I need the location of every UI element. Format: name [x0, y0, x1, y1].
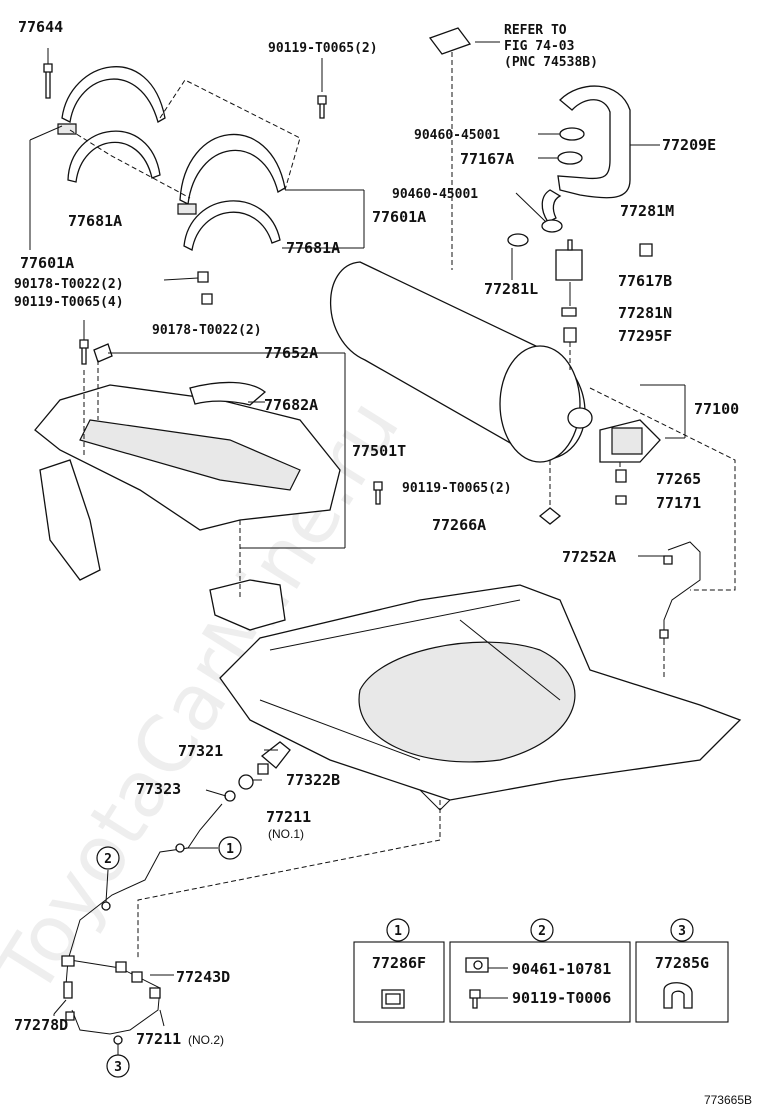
filler-hose-77209e	[428, 27, 660, 280]
label-77265: 77265	[656, 470, 701, 488]
tank-bands-group	[29, 48, 365, 305]
label-77252a: 77252A	[562, 548, 616, 566]
legend-box-1-num: 1	[394, 924, 402, 939]
label-90119-t0065-mid: 90119-T0065(2)	[402, 481, 512, 496]
label-77644: 77644	[18, 18, 63, 36]
gas-tank-77100	[330, 239, 736, 591]
fuel-lines-77211	[53, 803, 223, 1056]
refer-note-line3: (PNC 74538B)	[504, 55, 598, 70]
label-77211-no1: 77211	[266, 808, 311, 826]
callout-2-text: 2	[104, 852, 112, 867]
label-90119-t0065-top: 90119-T0065(2)	[268, 41, 378, 56]
label-77209e: 77209E	[662, 136, 716, 154]
label-77601a-left: 77601A	[20, 254, 74, 272]
label-77601a-right: 77601A	[372, 208, 426, 226]
refer-note-line1: REFER TO	[504, 23, 567, 38]
label-77295f: 77295F	[618, 327, 672, 345]
label-90178-t0022-mid: 90178-T0022(2)	[152, 323, 262, 338]
band-77681a-right-lower	[183, 200, 281, 251]
label-77321: 77321	[178, 742, 223, 760]
label-90178-t0022-left: 90178-T0022(2)	[14, 277, 124, 292]
callout-3: 3	[106, 1054, 130, 1078]
label-77167a: 77167A	[460, 150, 514, 168]
label-77281l: 77281L	[484, 280, 538, 298]
legend-box-3: 3 77285G	[635, 918, 729, 1023]
band-clip-right	[177, 203, 197, 215]
legend-box-2-part-a: 90461-10781	[512, 960, 611, 978]
fill-valve-group	[205, 741, 291, 802]
label-77681a-right: 77681A	[286, 239, 340, 257]
label-90119-t0065-4: 90119-T0065(4)	[14, 295, 124, 310]
label-77322b: 77322B	[286, 771, 340, 789]
label-77682a: 77682A	[264, 396, 318, 414]
bolt-77644	[43, 63, 53, 99]
rear-floor-panel	[137, 584, 742, 960]
figure-id: 773665B	[704, 1093, 752, 1107]
legend-box-2: 2 90461-10781 90119-T0006	[449, 918, 631, 1023]
callout-1: 1	[218, 836, 242, 860]
label-77281n: 77281N	[618, 304, 672, 322]
label-77281m: 77281M	[620, 202, 674, 220]
callout-2: 2	[96, 846, 120, 870]
label-90460-45001-a: 90460-45001	[414, 128, 500, 143]
label-77681a-left: 77681A	[68, 212, 122, 230]
label-77652a: 77652A	[264, 344, 318, 362]
legend-box-2-num: 2	[538, 924, 546, 939]
label-77243d: 77243D	[176, 968, 230, 986]
legend-box-1-part: 77286F	[372, 954, 426, 972]
band-77601a-right-upper	[179, 133, 286, 205]
label-90460-45001-b: 90460-45001	[392, 187, 478, 202]
refer-note-line2: FIG 74-03	[504, 39, 574, 54]
legend-box-1: 1 77286F	[353, 918, 445, 1023]
label-77266a: 77266A	[432, 516, 486, 534]
label-77501t: 77501T	[352, 442, 406, 460]
legend-box-3-part: 77285G	[655, 954, 709, 972]
callout-1-text: 1	[226, 842, 234, 857]
label-77171: 77171	[656, 494, 701, 512]
fuel-line-77252a	[638, 541, 701, 680]
label-77617b: 77617B	[618, 272, 672, 290]
label-77211-no1-suffix: (NO.1)	[268, 827, 304, 841]
crossmember-77501t	[34, 320, 383, 631]
label-77278d: 77278D	[14, 1016, 68, 1034]
band-77681a-left-lower	[67, 130, 161, 183]
label-77211-no2: 77211	[136, 1030, 181, 1048]
legend-box-3-num: 3	[678, 924, 686, 939]
label-77100: 77100	[694, 400, 739, 418]
band-77601a-left-upper	[61, 66, 166, 123]
refer-note: REFER TO FIG 74-03 (PNC 74538B)	[504, 23, 598, 70]
legend-box-2-part-b: 90119-T0006	[512, 989, 611, 1007]
callout-3-text: 3	[114, 1060, 122, 1075]
label-77211-no2-suffix: (NO.2)	[188, 1033, 224, 1047]
label-77323: 77323	[136, 780, 181, 798]
